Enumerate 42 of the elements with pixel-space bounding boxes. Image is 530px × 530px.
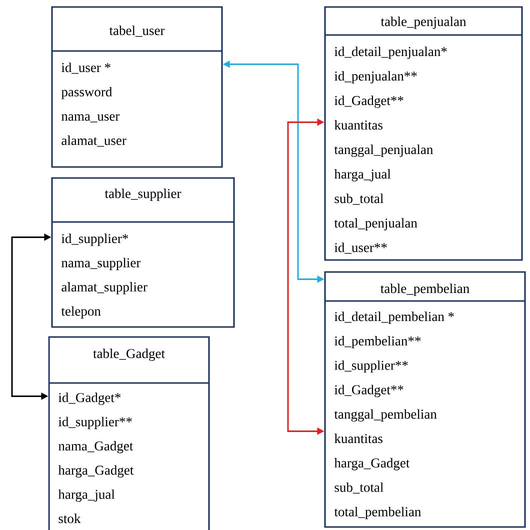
field-name: id_supplier** [334,360,408,373]
field-name: sub_total [334,482,384,494]
field-name: harga_jual [58,489,115,502]
field-name: id_user * [61,62,110,74]
field-name: id_detail_penjualan* [334,46,447,59]
entity-table [51,6,223,168]
field-name: id_user** [334,242,387,254]
entity-table [48,336,210,530]
entity-table [324,6,523,261]
field-name: kuantitas [334,120,382,130]
entity-table [51,177,235,328]
entity-table [324,271,526,528]
table-title: table_pembelian [380,284,470,296]
field-name: telepon [61,306,101,318]
field-name: id_Gadget** [334,96,404,108]
field-name: id_detail_pembelian * [334,312,454,324]
field-name: harga_Gadget [58,465,134,478]
field-name: password [61,86,112,100]
field-name: alamat_supplier [62,282,148,294]
field-name: id_Gadget* [58,392,121,405]
field-name: tanggal_pembelian [334,409,437,422]
table-title: tabel_user [109,26,165,37]
field-name: total_penjualan [334,218,418,230]
field-name: nama_Gadget [58,441,134,454]
field-name: id_pembelian** [334,336,421,348]
field-name: kuantitas [334,434,382,444]
field-name: nama_user [62,114,120,122]
field-name: id_Gadget** [334,384,404,398]
field-name: sub_total [334,194,384,205]
field-name: harga_Gadget [334,458,410,470]
field-name: tanggal_penjualan [334,144,433,157]
field-name: id_penjualan** [334,71,417,84]
field-name: nama_supplier [62,258,141,270]
field-name: stok [58,514,81,524]
table-title: table_penjualan [380,16,466,29]
table-title: table_supplier [104,188,182,201]
table-title: table_Gadget [93,348,165,361]
field-name: harga_jual [334,169,391,182]
field-name: id_supplier** [58,416,132,430]
field-name: alamat_user [62,136,126,147]
field-name: total_pembelian [334,506,421,520]
field-name: id_supplier* [61,234,128,246]
